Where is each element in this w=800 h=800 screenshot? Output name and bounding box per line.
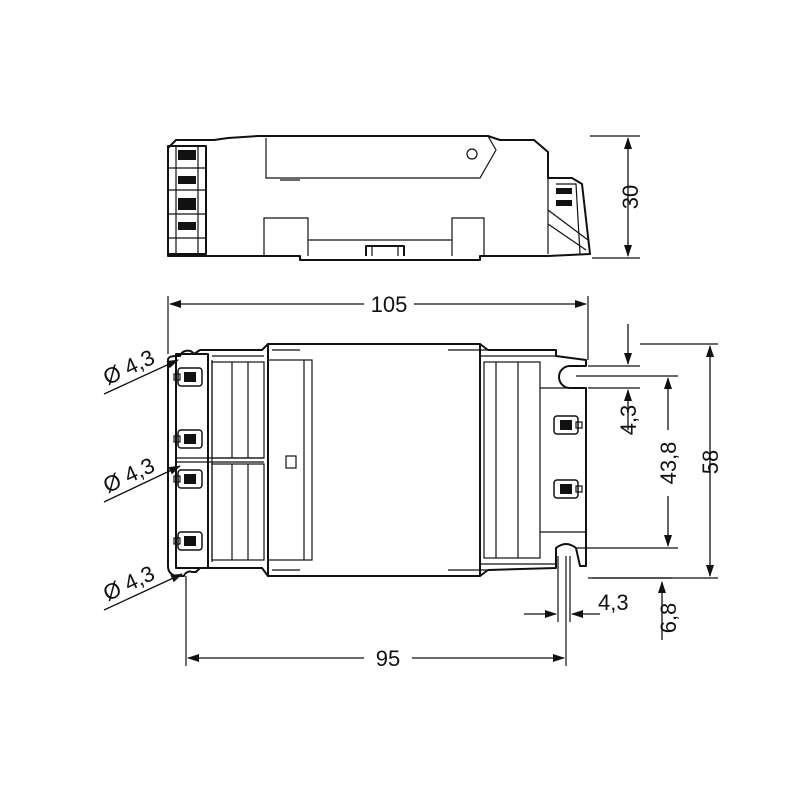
slot-depth-width-label: 4,3 [598,590,629,615]
right-clamp-2 [553,479,583,499]
dimension-hole-spacing: 95 [185,556,567,671]
dimension-slot-depth: 4,3 6,8 [524,556,681,640]
dimension-slot-spacing: 43,8 [576,375,681,549]
hole-callout-3: Ø 4,3 [99,561,183,611]
left-clamp-2 [173,429,203,449]
hole-diameter-label-2: Ø 4,3 [99,453,158,498]
center-marker [285,455,297,469]
width-label: 58 [698,450,723,474]
length-label: 105 [371,292,408,317]
hole-spacing-label: 95 [376,646,400,671]
side-body-outline [167,135,591,261]
hole-callout-1: Ø 4,3 [99,345,179,395]
dimension-slot-width: 4,3 [588,324,641,435]
right-clamp-1 [553,415,583,435]
left-clamp-4 [173,531,203,551]
side-view [167,135,591,261]
slot-depth-label: 6,8 [656,603,681,634]
dimension-overall-length: 105 [167,292,589,360]
top-body-outline [167,343,587,577]
top-center-body [267,343,481,577]
height-label: 30 [618,185,643,209]
left-clamp-3 [173,469,203,489]
side-screw-icon [466,148,478,160]
slot-width-label: 4,3 [616,405,641,436]
slot-spacing-label: 43,8 [656,442,681,485]
left-clamp-1 [173,367,203,387]
dimension-height: 30 [590,135,643,259]
top-view [167,343,587,577]
